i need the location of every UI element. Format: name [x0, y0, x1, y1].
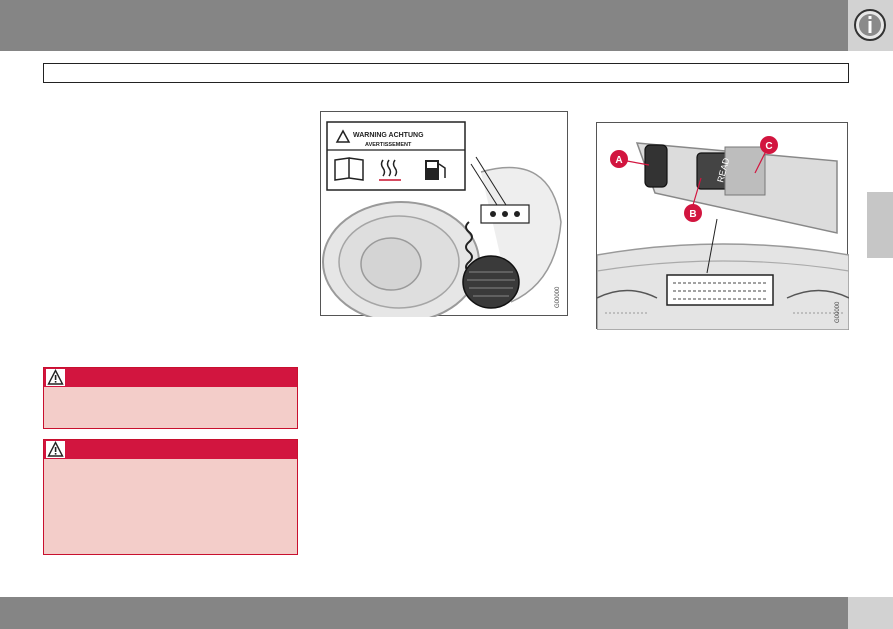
fuel-cap-figure: WARNING ACHTUNG AVERTISSEMENT G00000 [320, 111, 568, 317]
stalk-display-figure: READ A B C G00000 [596, 122, 849, 330]
warning-triangle-icon [46, 369, 65, 386]
section-title-box [43, 63, 849, 83]
sticker-line2: AVERTISSEMENT [365, 142, 412, 148]
warning-text [44, 387, 297, 395]
footer-side-panel [848, 597, 893, 629]
warning-box-1 [43, 367, 298, 429]
figure2-code: G00000 [835, 301, 841, 323]
sticker-line1: WARNING ACHTUNG [353, 132, 424, 139]
callout-c: C [765, 141, 772, 152]
footer-bar [0, 597, 848, 629]
warning-box-2 [43, 439, 298, 555]
manual-icon [334, 157, 364, 181]
warning-text [44, 459, 297, 467]
warning-header [44, 368, 297, 387]
warning-triangle-icon [46, 441, 65, 458]
chapter-side-tab[interactable] [867, 192, 893, 258]
info-icon [853, 8, 887, 42]
callout-a: A [615, 155, 622, 166]
callout-b: B [689, 209, 696, 220]
warning-header [44, 440, 297, 459]
fuel-vapor-icon [379, 159, 401, 181]
header-bar [0, 0, 848, 51]
fuel-pump-icon [425, 160, 446, 180]
figure1-code: G00000 [555, 286, 561, 308]
